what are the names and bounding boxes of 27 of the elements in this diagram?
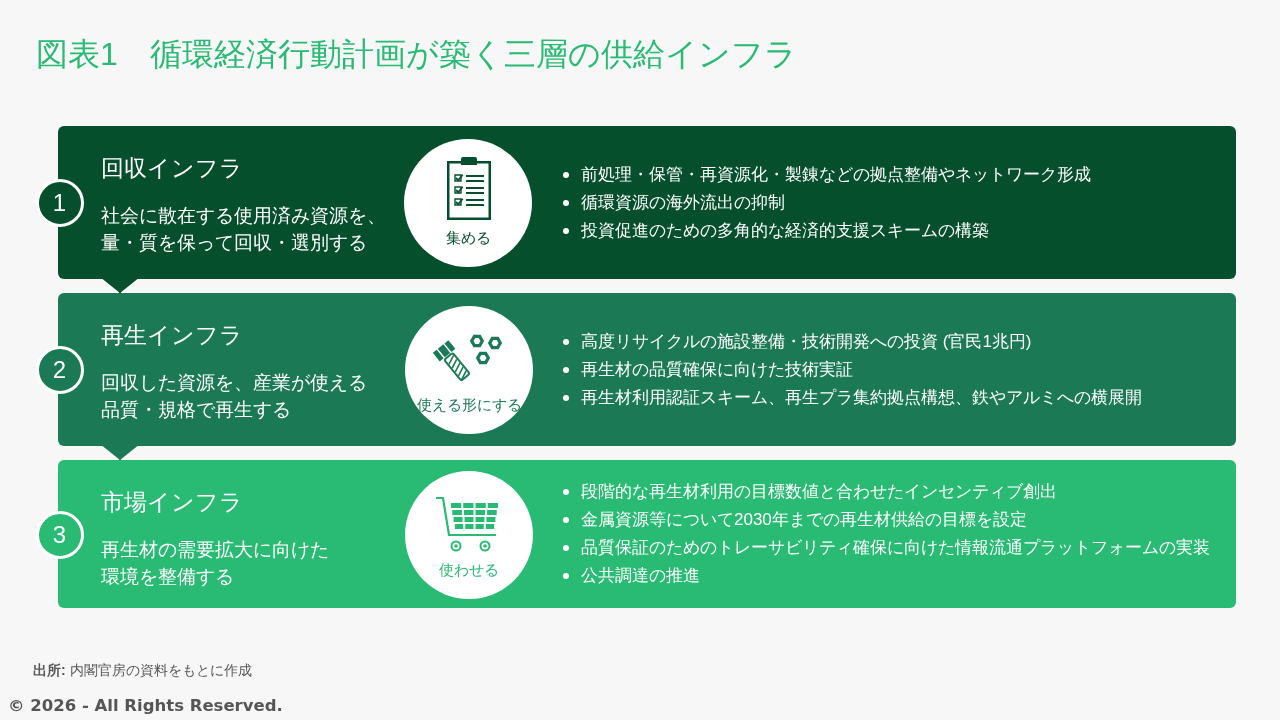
number-circle: 3 bbox=[35, 511, 84, 559]
circle-label: 使わせる bbox=[439, 560, 499, 580]
heading: 市場インフラ bbox=[101, 488, 243, 517]
arrow bbox=[100, 277, 140, 294]
number-circle: 2 bbox=[35, 346, 84, 394]
circle-label: 集める bbox=[445, 228, 491, 248]
body-text: 再生材の需要拡大に向けた環境を整備する bbox=[101, 538, 330, 589]
bullet-text: 循環資源の海外流出の抑制 bbox=[581, 191, 785, 214]
copyright-notice: © 2026 - All Rights Reserved. bbox=[8, 695, 283, 717]
heading: 再生インフラ bbox=[101, 321, 243, 350]
bullet-text: 前処理・保管・再資源化・製錬などの拠点整備やネットワーク形成 bbox=[581, 163, 1091, 186]
body-text: 回収した資源を、産業が使える品質・規格で再生する bbox=[101, 371, 368, 422]
heading: 回収インフラ bbox=[101, 154, 243, 183]
bullet-text: 品質保証のためのトレーサビリティ確保に向けた情報流通プラットフォームの実装 bbox=[581, 537, 1210, 559]
bullet-text: 再生材の品質確保に向けた技術実証 bbox=[581, 358, 853, 381]
bullet-text: 高度リサイクルの施設整備・技術開発への投資 (官民1兆円) bbox=[581, 330, 1032, 353]
bullet-text: 公共調達の推進 bbox=[581, 565, 700, 587]
body-text: 社会に散在する使用済み資源を、量・質を保って回収・選別する bbox=[101, 204, 387, 255]
bullet-text: 金属資源等について2030年までの再生材供給の目標を設定 bbox=[581, 509, 1027, 531]
bullet-text: 再生材利用認証スキーム、再生プラ集約拠点構想、鉄やアルミへの横展開 bbox=[581, 386, 1142, 409]
source-note: 出所: 内閣官房の資料をもとに作成 bbox=[33, 661, 252, 680]
arrow bbox=[100, 444, 140, 461]
bullet-text: 段階的な再生材利用の目標数値と合わせたインセンティブ創出 bbox=[581, 481, 1057, 503]
circle-label: 使える形にする bbox=[416, 395, 522, 415]
number-circle: 1 bbox=[35, 179, 84, 227]
bullet-text: 投資促進のための多角的な経済的支援スキームの構築 bbox=[581, 219, 989, 242]
title: 図表1 循環経済行動計画が築く三層の供給インフラ bbox=[36, 35, 797, 74]
